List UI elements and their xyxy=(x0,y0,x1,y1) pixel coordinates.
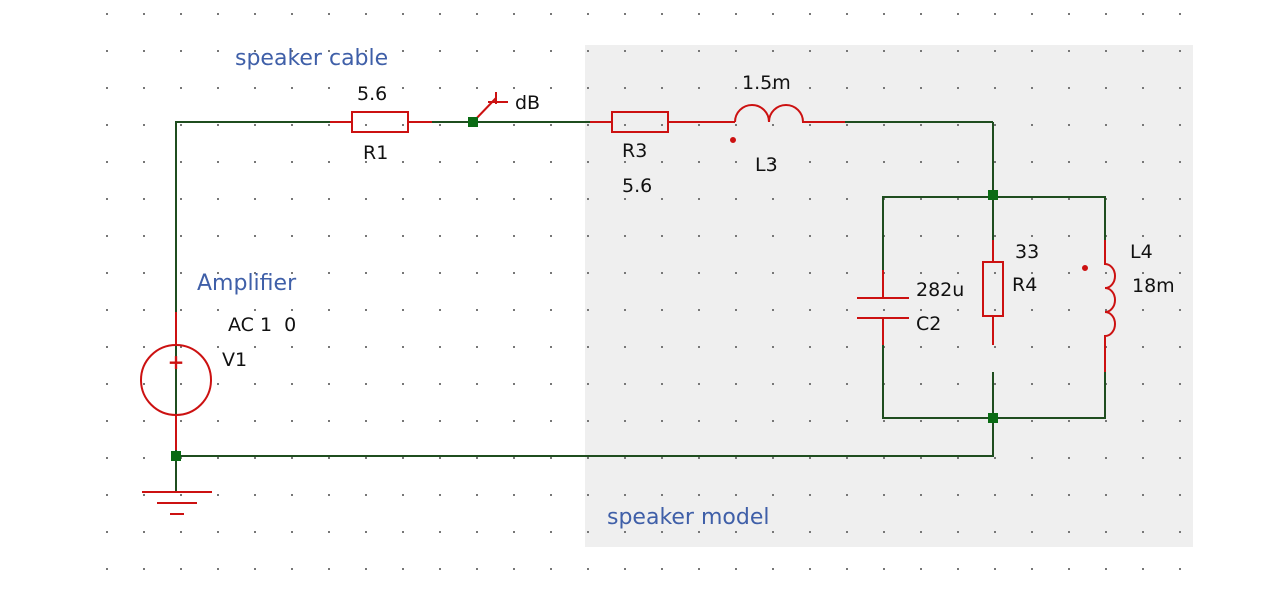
l3-value: 1.5m xyxy=(742,72,791,94)
resistor-r1[interactable] xyxy=(330,111,432,133)
speaker-model-region xyxy=(585,45,1193,547)
grid-dots xyxy=(106,13,1181,570)
l3-name: L3 xyxy=(755,154,778,176)
source-polarity: + xyxy=(168,350,185,374)
inductor-l4[interactable] xyxy=(1082,240,1116,372)
capacitor-c2[interactable] xyxy=(857,270,909,345)
ground-symbol-icon xyxy=(142,491,212,515)
node-right-bottom xyxy=(988,413,998,423)
r3-value: 5.6 xyxy=(622,175,652,197)
components: + xyxy=(140,92,1116,450)
node-right-top xyxy=(988,190,998,200)
speaker-cable-label: speaker cable xyxy=(235,46,388,71)
l4-value: 18m xyxy=(1132,275,1175,297)
r4-value: 33 xyxy=(1015,241,1039,263)
db-probe-icon[interactable] xyxy=(472,92,508,123)
node-left-bottom xyxy=(171,451,181,461)
r3-name: R3 xyxy=(622,140,647,162)
inductor-dot-l3 xyxy=(730,137,736,143)
inductor-dot-l4 xyxy=(1082,265,1088,271)
junction-nodes xyxy=(171,117,998,461)
probe-label: dB xyxy=(515,92,540,114)
v1-name: V1 xyxy=(222,349,247,371)
resistor-r3[interactable] xyxy=(590,111,735,133)
resistor-r4[interactable] xyxy=(982,240,1004,345)
l4-name: L4 xyxy=(1130,241,1153,263)
labels: speaker cable Amplifier speaker model dB… xyxy=(197,46,1175,530)
node-probe xyxy=(468,117,478,127)
speaker-model-label: speaker model xyxy=(607,505,769,530)
v1-value: AC 1 0 xyxy=(228,314,296,336)
r1-name: R1 xyxy=(363,142,388,164)
r4-name: R4 xyxy=(1012,274,1037,296)
c2-name: C2 xyxy=(916,313,941,335)
inductor-l3[interactable] xyxy=(730,104,845,143)
voltage-source-v1[interactable]: + xyxy=(140,312,212,450)
r1-value: 5.6 xyxy=(357,83,387,105)
wire-bottom-return xyxy=(176,418,994,457)
amplifier-label: Amplifier xyxy=(197,271,297,296)
c2-value: 282u xyxy=(916,279,964,301)
